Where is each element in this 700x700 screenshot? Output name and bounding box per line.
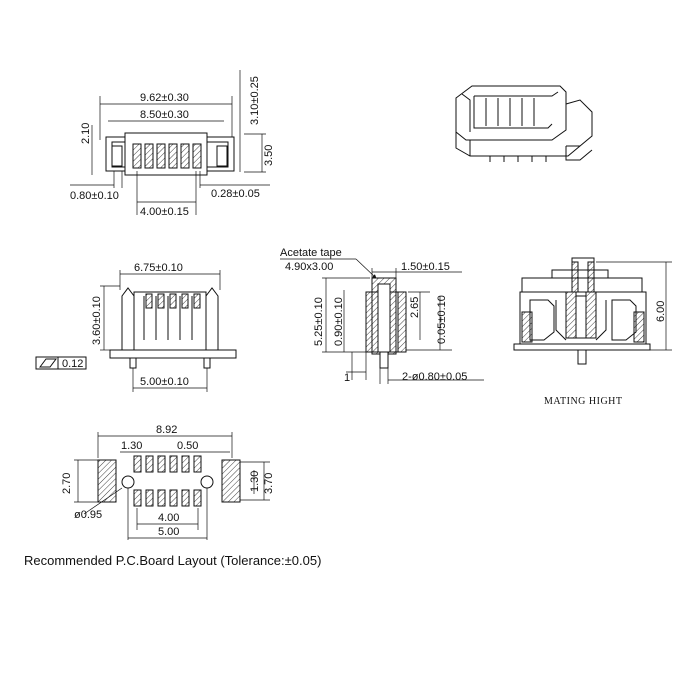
dim-pcb-h-r2: 3.70 <box>263 473 275 494</box>
pcb-layout-view: 8.92 1.30 0.50 2.70 1.30 3.70 ø0.95 <box>24 424 321 568</box>
mating-view: 6.00 MATING HIGHT <box>513 257 672 407</box>
isometric-view <box>455 85 593 162</box>
dim-pcb-pitch: 0.50 <box>177 440 198 452</box>
dim-top-h-right: 3.10±0.25 <box>249 76 261 125</box>
dim-front-w: 6.75±0.10 <box>134 262 183 274</box>
dim-pcb-span1: 4.00 <box>158 512 179 524</box>
dim-side-h-total: 5.25±0.10 <box>313 297 325 346</box>
dim-top-pin-w: 0.80±0.10 <box>70 190 119 202</box>
dim-side-h-pin: 0.90±0.10 <box>333 297 345 346</box>
dim-mate-h: 6.00 <box>655 301 667 322</box>
dim-front-h: 3.60±0.10 <box>91 296 103 345</box>
label-acetate-tape: Acetate tape <box>280 247 342 259</box>
dim-top-h-side: 3.50 <box>263 145 275 166</box>
top-view: 9.62±0.30 8.50±0.30 2.10 3.10±0.25 3.50 <box>70 70 275 218</box>
dim-top-pin-gap: 0.28±0.05 <box>211 188 260 200</box>
dim-pcb-pad: 1.30 <box>121 440 142 452</box>
dim-pcb-h-r1: 1.30 <box>249 471 261 492</box>
dim-side-top-w: 1.50±0.15 <box>401 261 450 273</box>
label-mating-height: MATING HIGHT <box>544 396 623 407</box>
dim-top-w1: 9.62±0.30 <box>140 92 189 104</box>
dim-top-w2: 8.50±0.30 <box>140 109 189 121</box>
dim-top-pitch-span: 4.00±0.15 <box>140 206 189 218</box>
dim-side-h-small: 0.05±0.10 <box>436 295 448 344</box>
pcb-caption: Recommended P.C.Board Layout (Tolerance:… <box>24 553 321 568</box>
dim-flatness: 0.12 <box>62 358 83 370</box>
label-tape-size: 4.90x3.00 <box>285 261 333 273</box>
dim-pcb-hole: ø0.95 <box>74 509 102 521</box>
dim-top-h-left: 2.10 <box>80 123 92 144</box>
dim-pcb-span2: 5.00 <box>158 526 179 538</box>
dim-pcb-h-left: 2.70 <box>61 473 73 494</box>
dim-side-post: 2-ø0.80±0.05 <box>402 371 467 383</box>
dim-pcb-w: 8.92 <box>156 424 177 436</box>
front-view: 6.75±0.10 3.60±0.10 0.12 5.00±0.10 <box>35 262 237 392</box>
dim-side-left: 1 <box>344 372 350 384</box>
side-view: Acetate tape 4.90x3.00 1.50±0.15 5.25±0.… <box>280 247 484 384</box>
dim-side-h-mid: 2.65 <box>409 297 421 318</box>
dim-front-base: 5.00±0.10 <box>140 376 189 388</box>
